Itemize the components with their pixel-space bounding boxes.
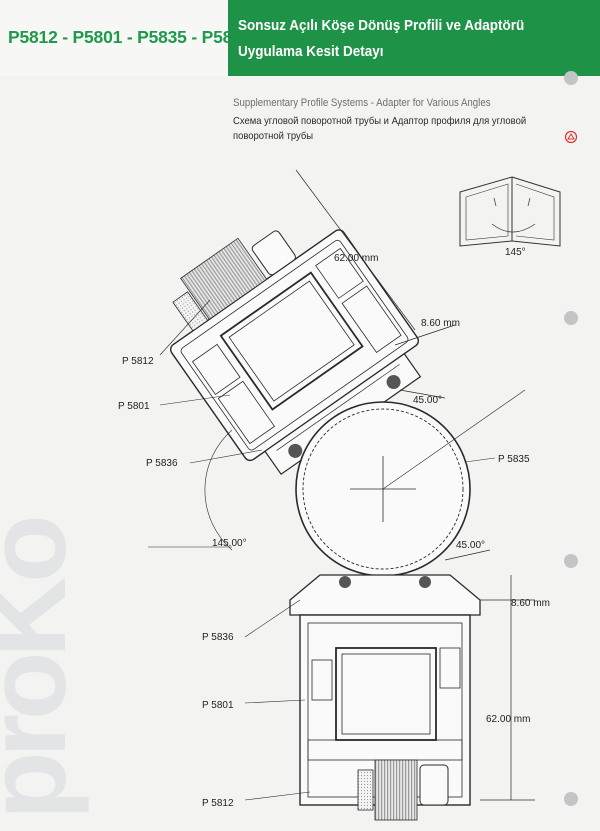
part-label-p5835: P 5835 xyxy=(498,454,530,465)
glazing-upper xyxy=(180,237,268,320)
page-title: Sonsuz Açılı Köşe Dönüş Profili ve Adapt… xyxy=(238,17,525,34)
part-label-p5812-lower: P 5812 xyxy=(202,798,234,809)
dimension-center-angle: 145.00° xyxy=(212,538,247,549)
part-label-p5801-lower: P 5801 xyxy=(202,700,234,711)
binder-hole xyxy=(564,311,578,325)
inset-angle-label: 145° xyxy=(505,247,526,258)
dimension-top-depth: 8.60 mm xyxy=(421,318,460,329)
dimension-bottom-angle: 45.00° xyxy=(456,540,485,551)
binder-hole xyxy=(564,792,578,806)
header-title-panel: Sonsuz Açılı Köşe Dönüş Profili ve Adapt… xyxy=(228,0,600,76)
dimension-lines xyxy=(148,169,535,801)
product-codes: P5812 - P5801 - P5835 - P5836 xyxy=(8,27,252,47)
brand-logo-icon xyxy=(564,130,578,144)
dimension-bottom-height: 62.00 mm xyxy=(486,714,530,725)
glazing-lower xyxy=(374,759,418,821)
binder-hole xyxy=(564,71,578,85)
glazing-bead-p5812-lower xyxy=(419,764,449,806)
dimension-top-width: 62.00 mm xyxy=(334,253,378,264)
page-subtitle: Uygulama Kesit Detayı xyxy=(238,43,384,60)
leader-lines xyxy=(159,299,496,801)
dimension-top-angle: 45.00° xyxy=(413,395,442,406)
lower-profile-assembly xyxy=(289,574,481,821)
header-codes-panel: P5812 - P5801 - P5835 - P5836 xyxy=(0,0,251,76)
steel-reinforcement-upper xyxy=(219,271,364,411)
part-label-p5801-upper: P 5801 xyxy=(118,401,150,412)
subtitle-english: Supplementary Profile Systems - Adapter … xyxy=(233,97,491,109)
part-label-p5836-upper: P 5836 xyxy=(146,458,178,469)
dimension-bottom-depth: 8.60 mm xyxy=(511,598,550,609)
part-label-p5836-lower: P 5836 xyxy=(202,632,234,643)
inset-angle-sketch xyxy=(459,176,561,247)
adapter-p5836-lower xyxy=(289,574,481,616)
glazing-bead-p5812-upper xyxy=(251,230,296,276)
binder-hole xyxy=(564,554,578,568)
part-label-p5812-upper: P 5812 xyxy=(122,356,154,367)
subtitle-russian: Схема угловой поворотной трубы и Адаптор… xyxy=(233,115,527,142)
